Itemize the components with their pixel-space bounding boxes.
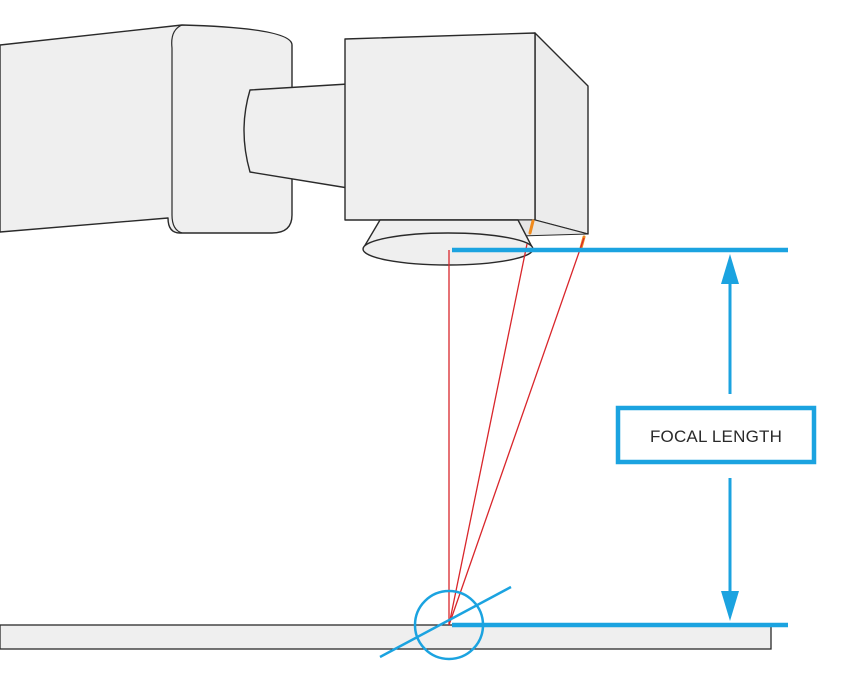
focal-point-marker <box>413 589 485 661</box>
connector-tube <box>243 83 349 189</box>
dimension-arrowhead-up <box>721 254 739 284</box>
laser-beam <box>448 243 528 626</box>
focal-point-tilt-line <box>379 585 512 659</box>
focal-length-label: FOCAL LENGTH <box>650 427 782 446</box>
laser-body-front-edge <box>171 24 183 234</box>
laser-body-housing <box>0 24 293 234</box>
lens-accent-mark <box>528 219 535 235</box>
workpiece-surface <box>0 624 772 650</box>
focal-length-label-box <box>615 405 817 465</box>
scan-head-side <box>534 32 589 235</box>
laser-beam <box>448 237 585 626</box>
scan-head-front <box>344 32 536 221</box>
dimension-arrowhead-down <box>721 591 739 621</box>
